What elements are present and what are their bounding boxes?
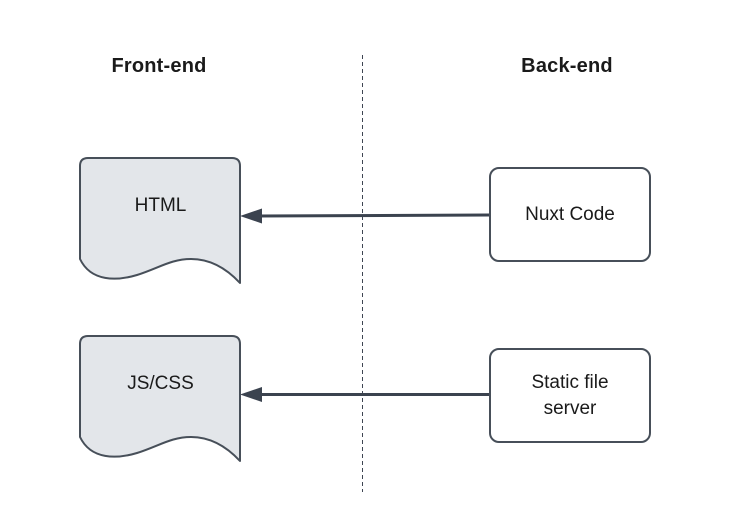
backend-heading: Back-end	[521, 55, 613, 77]
document-shape	[79, 335, 241, 462]
frontend-heading: Front-end	[111, 55, 207, 77]
node-jscss[interactable]: JS/CSS	[79, 334, 242, 464]
node-nuxt-code[interactable]: Nuxt Code	[489, 167, 651, 262]
edge-static-file-server-to-jscss	[240, 387, 489, 402]
node-nuxt-code-label: Nuxt Code	[525, 203, 615, 225]
node-html[interactable]: HTML	[79, 156, 242, 286]
arrowhead-left-icon	[240, 208, 262, 224]
node-jscss-label: JS/CSS	[127, 373, 194, 394]
edge-nuxt-code-to-html	[240, 208, 490, 224]
node-html-label: HTML	[134, 195, 187, 216]
node-static-file-server[interactable]: Static file server	[489, 348, 651, 443]
arrowhead-left-icon	[240, 387, 262, 402]
document-shape	[79, 157, 241, 284]
node-static-file-server-label: Static file server	[531, 371, 609, 419]
